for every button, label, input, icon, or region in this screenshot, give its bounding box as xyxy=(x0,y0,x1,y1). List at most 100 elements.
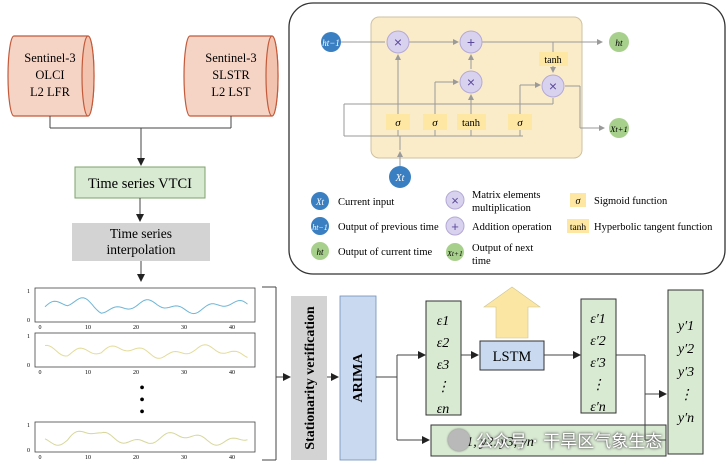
legend-tanh: tanh Hyperbolic tangent function xyxy=(567,219,713,233)
final-merge-connector xyxy=(616,354,667,441)
node-current-input: Xt xyxy=(389,151,411,188)
plot-xtick-label: 10 xyxy=(85,325,91,331)
svg-text:Sigmoid function: Sigmoid function xyxy=(594,196,668,207)
lstm-zoom-arrow xyxy=(483,286,541,339)
arima-split-connector xyxy=(376,351,430,444)
lstm-legend: Xt Current input ht−1 Output of previous… xyxy=(311,190,713,267)
stationarity-label: Stationarity verification xyxy=(303,306,318,450)
plot-ellipsis-dot-1: • xyxy=(139,380,145,397)
svg-text:ht−1: ht−1 xyxy=(312,223,328,232)
svg-text:ht: ht xyxy=(316,247,324,257)
linear-forecast-box xyxy=(430,424,667,457)
node-prev-hidden: ht−1 xyxy=(321,32,341,52)
lstm-label: LSTM xyxy=(493,349,532,365)
svg-text:Current input: Current input xyxy=(338,197,394,208)
svg-text:tanh: tanh xyxy=(570,223,587,233)
final-output-value-4: ⋮ xyxy=(679,388,693,403)
plot-series-line xyxy=(44,344,248,359)
plot-xtick-label: 30 xyxy=(181,370,187,376)
plot-xtick-label: 40 xyxy=(229,370,235,376)
interp-box xyxy=(72,223,210,261)
final-output-value-3: y′3 xyxy=(676,365,694,380)
svg-text:+: + xyxy=(467,34,475,50)
svg-text:×: × xyxy=(467,74,475,90)
final-output-value-2: y′2 xyxy=(676,342,694,357)
multiply-op-output: × xyxy=(541,74,565,98)
svg-text:ht: ht xyxy=(615,39,623,49)
svg-text:×: × xyxy=(451,193,459,208)
svg-text:σ: σ xyxy=(576,196,582,207)
multiply-op-input: × xyxy=(459,70,483,94)
multiply-op-forget: × xyxy=(386,30,410,54)
interp-line-1: Time series xyxy=(110,226,172,241)
legend-prev-output: ht−1 Output of previous time xyxy=(311,217,439,235)
svg-text:time: time xyxy=(472,256,491,267)
svg-text:tanh: tanh xyxy=(462,118,481,129)
svg-text:+: + xyxy=(451,219,459,234)
residual-out-value-3: ε′3 xyxy=(590,356,606,371)
plot-xtick-label: 10 xyxy=(85,370,91,376)
residual-in-value-5: εn xyxy=(437,402,450,417)
source-olci-line-1: Sentinel-3 xyxy=(24,51,75,65)
plot-series-line xyxy=(44,430,248,446)
lstm-box xyxy=(479,340,545,371)
watermark: 公众号 · 干旱区气象生态 xyxy=(448,427,724,457)
plot-ellipsis-dot-2: • xyxy=(139,392,145,409)
svg-text:σ: σ xyxy=(432,117,438,129)
gate-candidate-tanh: tanh xyxy=(457,114,486,130)
legend-current-output: ht Output of current time xyxy=(311,242,433,260)
vtci-box xyxy=(74,166,206,199)
residual-in-value-4: ⋮ xyxy=(436,380,450,395)
plot-xtick-label: 0 xyxy=(39,455,42,461)
residual-out-value-5: ε′n xyxy=(590,400,606,415)
arima-box xyxy=(339,295,377,461)
svg-text:Output of previous time: Output of previous time xyxy=(338,222,439,233)
plot-ytick-label: 1 xyxy=(27,334,30,340)
plot-series-line xyxy=(44,297,248,315)
gate-forget-sigma: σ xyxy=(386,114,410,130)
source-slstr-cylinder: Sentinel-3 SLSTR L2 LST xyxy=(183,35,279,117)
legend-current-input: Xt Current input xyxy=(311,192,394,210)
source-olci-cylinder: Sentinel-3 OLCI L2 LFR xyxy=(7,35,95,117)
final-output-value-1: y′1 xyxy=(676,319,694,334)
plot-xtick-label: 20 xyxy=(133,370,139,376)
residual-in-column xyxy=(425,300,462,416)
legend-multiply: × Matrix elements multiplication xyxy=(445,190,541,214)
plot-ytick-label: 1 xyxy=(27,289,30,295)
svg-text:Hyperbolic tangent function: Hyperbolic tangent function xyxy=(594,222,713,233)
plot-ytick-label: 0 xyxy=(27,363,30,369)
svg-text:ht−1: ht−1 xyxy=(322,38,340,48)
svg-text:multiplication: multiplication xyxy=(472,203,532,214)
svg-text:Xt+1: Xt+1 xyxy=(446,249,462,258)
wechat-icon xyxy=(448,428,470,451)
plot-ytick-label: 0 xyxy=(27,448,30,454)
source-olci-line-3: L2 LFR xyxy=(30,85,71,99)
residual-out-value-4: ⋮ xyxy=(591,378,605,393)
residual-out-value-2: ε′2 xyxy=(590,334,606,349)
source-merge-connector xyxy=(49,116,232,166)
lstm-cell-wiring xyxy=(341,39,605,150)
svg-text:×: × xyxy=(394,34,402,50)
vtci-label: Time series VTCI xyxy=(88,176,192,192)
plot-xtick-label: 0 xyxy=(39,370,42,376)
svg-text:Xt: Xt xyxy=(395,173,405,184)
add-op-cell: + xyxy=(459,30,483,54)
source-slstr-line-2: SLSTR xyxy=(212,68,250,82)
plot-ellipsis-dot-3: • xyxy=(139,404,145,421)
svg-text:Xt+1: Xt+1 xyxy=(609,124,628,134)
watermark-text: 公众号 · 干旱区气象生态 xyxy=(476,432,663,452)
gate-output-tanh: tanh xyxy=(539,52,568,66)
plot-xtick-label: 30 xyxy=(181,325,187,331)
legend-next-output: Xt+1 Output of next time xyxy=(446,243,533,267)
node-next-output: Xt+1 xyxy=(609,118,629,138)
plot-ytick-label: 0 xyxy=(27,318,30,324)
node-current-hidden: ht xyxy=(609,32,629,52)
plot-frame xyxy=(34,421,256,453)
final-output-values: y′1y′2y′3⋮y′n xyxy=(676,319,694,426)
plot-xtick-label: 30 xyxy=(181,455,187,461)
